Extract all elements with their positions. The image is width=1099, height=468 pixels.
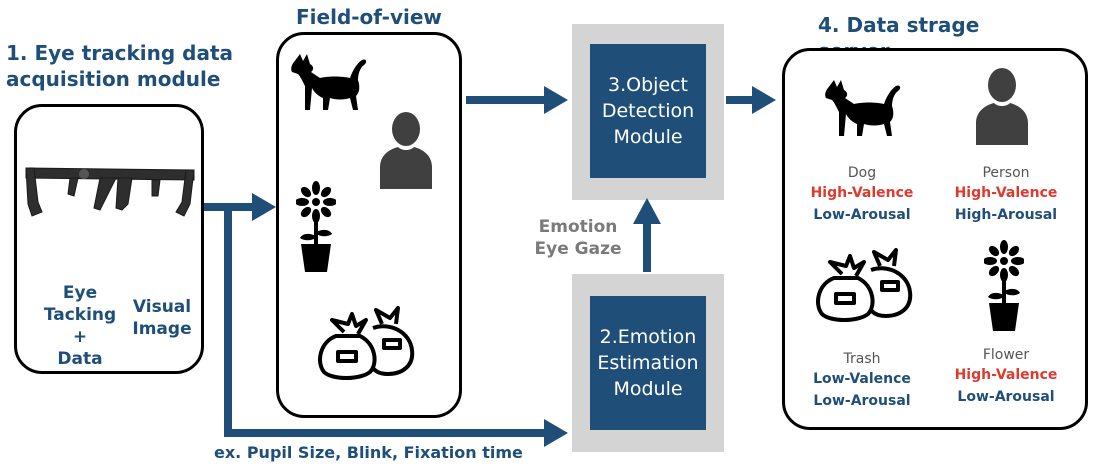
item-name: Dog: [847, 165, 877, 181]
arrow-detection-to-server-shaft: [726, 96, 756, 104]
emotion-estimation-line1: 2.Emotion: [599, 326, 697, 348]
item-name: Flower: [982, 347, 1030, 363]
server-flower-icon: [984, 236, 1024, 336]
data-storage-server-panel: [782, 48, 1088, 430]
emotion-eye-gaze-label: Emotion Eye Gaze: [520, 216, 636, 260]
module1-title: 1. Eye tracking data acquisition module: [6, 40, 246, 92]
arrow-detection-to-server-head: [752, 86, 776, 114]
item-valence: High-Valence: [954, 367, 1058, 383]
emotion-estimation-line3: Module: [613, 378, 683, 400]
object-detection-line2: Detection: [601, 100, 695, 122]
object-detection-module: 3.Object Detection Module: [590, 44, 706, 178]
arrow-emotion-to-detection-head: [633, 198, 661, 224]
eye-tracking-data-label: Eye Tacking + Data: [36, 282, 124, 370]
server-item-flower: Flower High-Valence Low-Arousal: [946, 346, 1066, 408]
module1-title-line1: 1. Eye tracking data: [6, 41, 234, 65]
object-detection-line1: 3.Object: [607, 74, 688, 96]
server-person-icon: [972, 60, 1032, 150]
emotion-label-line1: Emotion: [538, 217, 618, 237]
arrow-emotion-to-detection-shaft: [643, 222, 651, 272]
eye-tracking-module-panel: [14, 104, 204, 374]
item-name: Trash: [843, 351, 881, 367]
emotion-label-line2: Eye Gaze: [534, 239, 622, 259]
item-arousal: Low-Arousal: [813, 207, 911, 223]
item-name: Person: [982, 165, 1030, 181]
connector-vertical: [224, 207, 232, 437]
server-trash-bag-icon: [816, 244, 916, 324]
item-valence: High-Valence: [810, 185, 914, 201]
emotion-estimation-module: 2.Emotion Estimation Module: [590, 296, 706, 430]
arrow-to-emotion-head: [544, 419, 568, 447]
item-arousal: Low-Arousal: [813, 393, 911, 409]
eye-label-line1: Eye: [62, 283, 98, 303]
object-detection-line3: Module: [613, 126, 683, 148]
server-item-dog: Dog High-Valence Low-Arousal: [802, 164, 922, 226]
server-dog-icon: [824, 78, 904, 142]
item-arousal: High-Arousal: [954, 207, 1058, 223]
eye-tracking-glasses-icon: [25, 167, 195, 217]
visual-label-line1: Visual: [132, 297, 192, 317]
visual-image-label: Visual Image: [124, 296, 200, 340]
server-item-trash: Trash Low-Valence Low-Arousal: [802, 350, 922, 412]
module1-title-line2: acquisition module: [6, 67, 221, 91]
arrow-to-emotion-shaft: [224, 429, 548, 437]
item-valence: Low-Valence: [813, 371, 911, 387]
fov-title: Field-of-view: [296, 5, 442, 29]
item-valence: High-Valence: [954, 185, 1058, 201]
item-arousal: Low-Arousal: [957, 389, 1055, 405]
emotion-estimation-line2: Estimation: [597, 352, 699, 374]
arrow-fov-to-detection-shaft: [466, 96, 548, 104]
eye-label-line2: Tacking +: [43, 305, 117, 347]
arrow-module1-to-fov-head: [252, 193, 276, 221]
visual-label-line2: Image: [132, 319, 192, 339]
server-item-person: Person High-Valence High-Arousal: [946, 164, 1066, 226]
arrow-fov-to-detection-head: [544, 86, 568, 114]
bottom-caption: ex. Pupil Size, Blink, Fixation time: [214, 443, 523, 462]
eye-label-line3: Data: [57, 349, 103, 369]
